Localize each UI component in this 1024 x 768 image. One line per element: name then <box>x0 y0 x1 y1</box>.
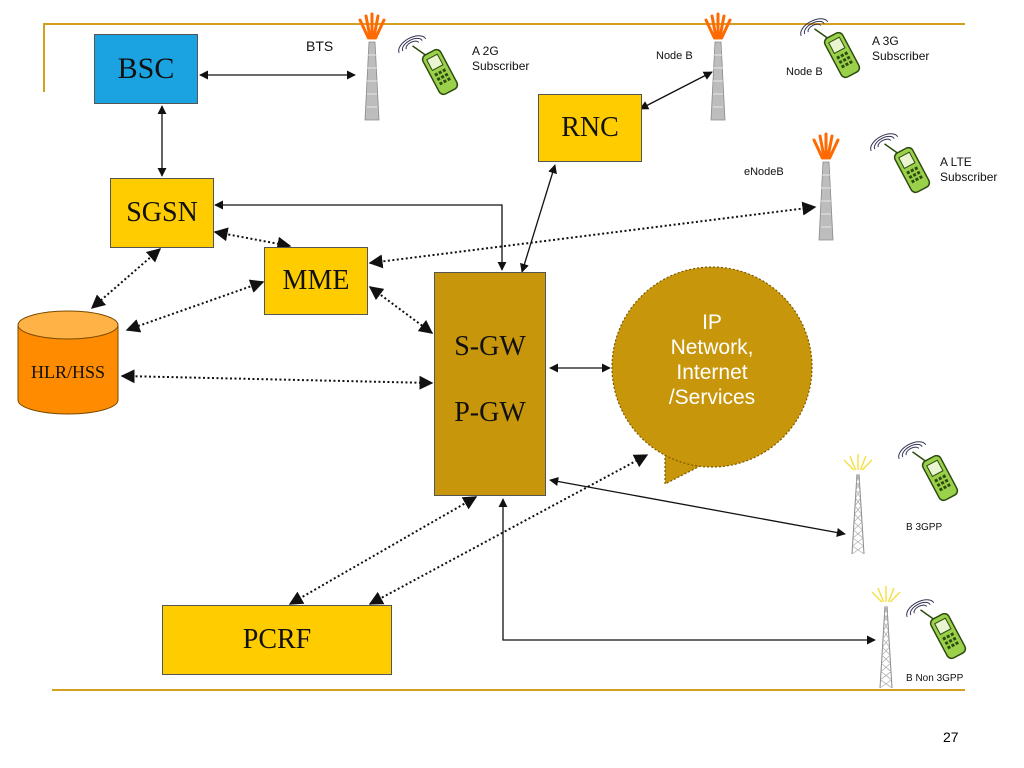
page-number: 27 <box>943 729 959 745</box>
link-mme-enodeb <box>368 201 817 269</box>
link-gw-pcrf <box>288 496 478 605</box>
bts-label: BTS <box>306 38 334 54</box>
nodeb-left-label: Node B <box>786 66 823 78</box>
cloud-line-4: /Services <box>668 386 756 409</box>
frame-rules <box>43 23 965 691</box>
b-non3gpp-label: B Non 3GPP <box>906 673 964 684</box>
phone-b3gpp-icon <box>898 441 959 502</box>
hlr-hss-cylinder <box>17 310 119 415</box>
pcrf-node: PCRF <box>162 605 392 675</box>
link-rnc-gw <box>520 164 557 273</box>
subscriber-2g-label: A 2G Subscriber <box>472 44 529 74</box>
link-rnc-nodeb <box>639 71 713 110</box>
ip-network-bubble <box>611 266 813 485</box>
phone-3g-icon <box>800 18 861 79</box>
sub-2g-line-2: Subscriber <box>472 59 530 73</box>
subscriber-lte-label: A LTE Subscriber <box>940 155 997 185</box>
phone-2g-icon <box>398 35 459 96</box>
link-gw-bnon3gpp <box>498 498 876 645</box>
subscriber-3g-label: A 3G Subscriber <box>872 34 929 64</box>
towers-lattice <box>843 454 901 689</box>
cloud-line-1: IP <box>702 311 722 334</box>
pgw-label: P-GW <box>454 397 526 428</box>
phone-bnon3gpp-icon <box>906 599 967 660</box>
bsc-node: BSC <box>94 34 198 104</box>
sub-3g-line-1: A 3G <box>872 34 899 48</box>
link-sgsn-hss <box>90 248 162 309</box>
sgw-label: S-GW <box>454 331 526 362</box>
enodeb-label: eNodeB <box>744 166 784 178</box>
link-pcrf-cloud <box>368 454 649 605</box>
cloud-line-2: Network, <box>670 336 754 359</box>
rnc-node: RNC <box>538 94 642 162</box>
sub-3g-line-2: Subscriber <box>872 49 930 63</box>
nodeb-tower-icon <box>704 12 732 121</box>
phone-lte-icon <box>870 133 931 194</box>
hlr-hss-label: HLR/HSS <box>30 362 106 382</box>
link-gw-b3gpp <box>549 476 846 538</box>
dotted-links <box>90 201 817 605</box>
mme-node: MME <box>264 247 368 315</box>
sub-2g-line-1: A 2G <box>472 44 499 58</box>
b3gpp-tower-icon <box>843 454 873 555</box>
phones <box>398 18 967 660</box>
ip-network-text: IP Network, Internet /Services <box>622 310 802 410</box>
nodeb-top-label: Node B <box>656 50 693 62</box>
cloud-line-3: Internet <box>676 361 748 384</box>
link-mme-gw <box>368 286 434 334</box>
enodeb-tower-icon <box>812 132 840 241</box>
towers-orange <box>358 12 840 241</box>
link-hss-gw <box>120 369 434 390</box>
link-mme-hss <box>125 279 265 333</box>
link-sgsn-mme <box>213 227 292 251</box>
bts-tower-icon <box>358 12 386 121</box>
sub-lte-line-2: Subscriber <box>940 170 998 184</box>
gateway-node: S-GW P-GW <box>434 272 546 496</box>
sub-lte-line-1: A LTE <box>940 155 972 169</box>
b-3gpp-label: B 3GPP <box>906 522 943 533</box>
bnon3gpp-tower-icon <box>871 586 901 689</box>
sgsn-node: SGSN <box>110 178 214 248</box>
